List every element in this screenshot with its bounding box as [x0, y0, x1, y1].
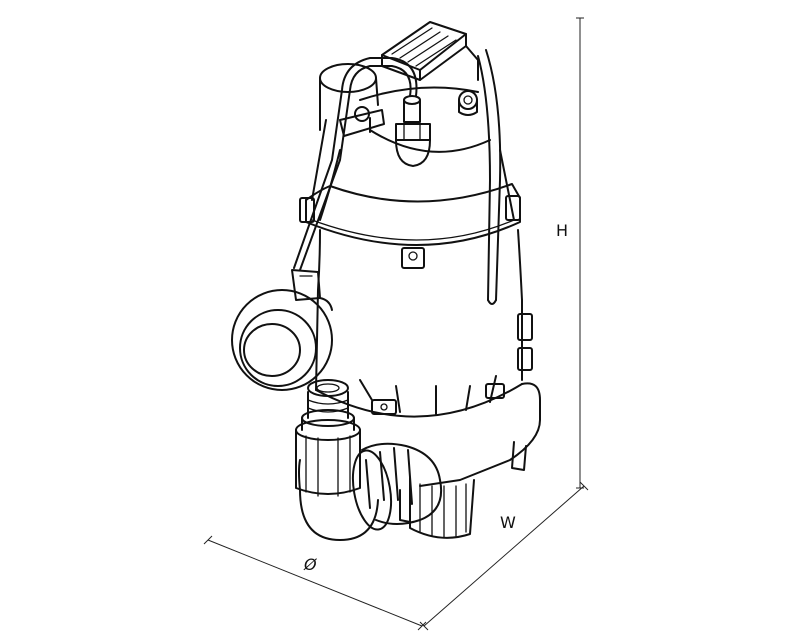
carry-handle — [381, 21, 479, 81]
diameter-tick-right — [417, 621, 427, 631]
cap-bolts — [339, 90, 478, 137]
motor-cap — [319, 63, 491, 153]
height-label: H — [556, 221, 568, 240]
width-label: W — [500, 513, 516, 532]
width-dimension — [419, 481, 589, 631]
width-dimension-line — [423, 485, 585, 627]
diameter-dimension-line — [207, 539, 423, 627]
motor-housing — [299, 149, 533, 391]
diameter-dimension — [203, 535, 427, 631]
float-switch — [231, 269, 333, 391]
height-dimension — [576, 17, 584, 489]
outlet-elbow — [298, 442, 442, 541]
support-rods — [311, 49, 502, 305]
cable-gland — [293, 57, 431, 271]
diameter-tick-left — [203, 535, 213, 545]
width-tick-right — [579, 481, 589, 491]
width-tick-left — [419, 621, 429, 631]
hose-connector — [295, 379, 361, 497]
diameter-label: Ø — [303, 555, 317, 574]
base-strainer — [399, 477, 475, 539]
